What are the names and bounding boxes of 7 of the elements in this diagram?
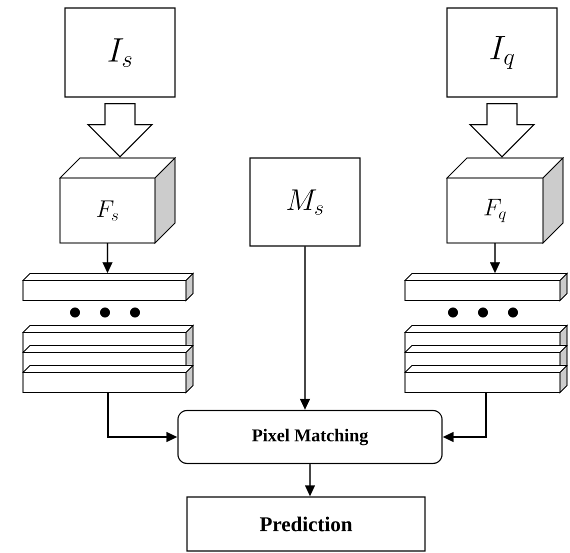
block-arrow [86, 103, 154, 158]
output-box: Prediction [186, 496, 426, 552]
block-arrow [468, 103, 536, 158]
process-box: Pixel Matching [177, 410, 443, 464]
symbol-box: $I_q$ [446, 7, 558, 98]
symbol-box: $M_s$ [249, 157, 361, 247]
symbol-box: $I_s$ [64, 7, 176, 98]
